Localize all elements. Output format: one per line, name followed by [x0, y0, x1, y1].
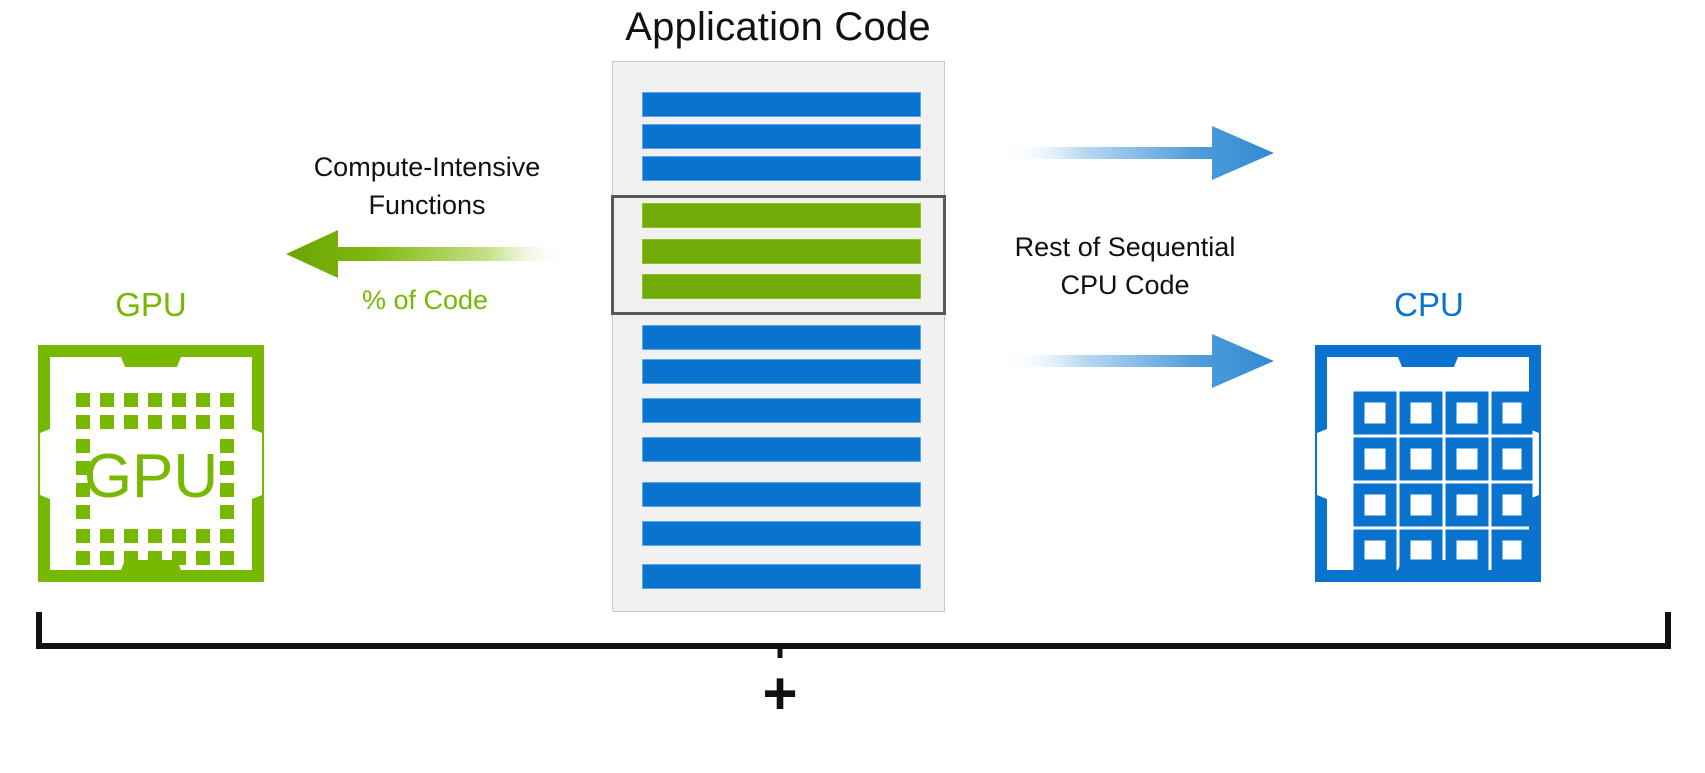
- code-line-blue: [642, 359, 921, 384]
- compute-intensive-label: Compute-Intensive Functions: [252, 148, 602, 224]
- gpu-chip-center-text: GPU: [84, 442, 218, 511]
- compute-intensive-highlight-box: [611, 195, 946, 315]
- code-line-green-highlighted: [642, 239, 921, 264]
- cpu-chip-icon: [1315, 345, 1541, 582]
- cpu-label: CPU: [1394, 286, 1464, 323]
- compute-intensive-label-line2: Functions: [368, 190, 486, 220]
- code-line-blue: [642, 564, 921, 589]
- code-line-green-highlighted: [642, 203, 921, 228]
- compute-intensive-label-line1: Compute-Intensive: [313, 152, 541, 182]
- cpu-arrow-bottom: [1000, 330, 1275, 392]
- code-line-blue: [642, 521, 921, 546]
- code-line-blue: [642, 92, 921, 117]
- bottom-bracket: [36, 608, 1671, 662]
- code-line-blue: [642, 482, 921, 507]
- code-line-blue: [642, 437, 921, 462]
- page-title: Application Code: [625, 5, 931, 49]
- rest-of-sequential-label-line2: CPU Code: [1060, 270, 1190, 300]
- cpu-arrow-top: [1000, 122, 1275, 184]
- percent-of-code-label: % of Code: [361, 285, 489, 315]
- gpu-label: GPU: [115, 286, 187, 323]
- gpu-arrow: [283, 228, 568, 280]
- rest-of-sequential-cpu-code-label: Rest of Sequential CPU Code: [950, 228, 1300, 304]
- code-line-blue: [642, 325, 921, 350]
- gpu-chip-icon: GPU: [38, 345, 264, 582]
- application-code-panel: [612, 61, 945, 612]
- plus-sign: +: [762, 660, 798, 727]
- code-line-blue: [642, 398, 921, 423]
- code-line-green-highlighted: [642, 274, 921, 299]
- rest-of-sequential-label-line1: Rest of Sequential: [1014, 232, 1236, 262]
- code-line-blue: [642, 124, 921, 149]
- code-line-blue: [642, 156, 921, 181]
